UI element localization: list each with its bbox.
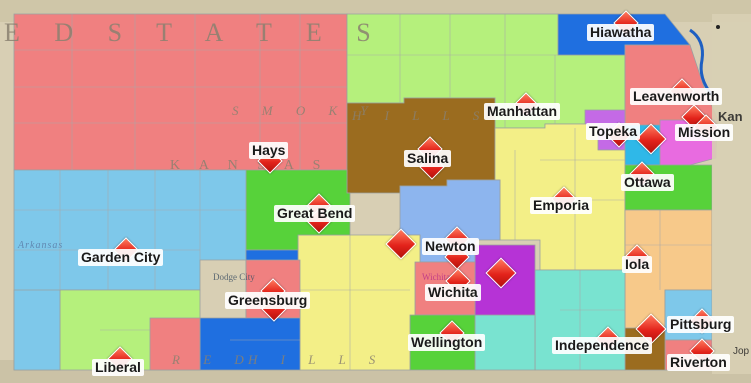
city-label-topeka[interactable]: Topeka: [586, 123, 640, 140]
red-label: R E D: [172, 352, 254, 367]
arkansas-label: Arkansas: [18, 240, 64, 251]
city-dot: [716, 25, 720, 29]
wichita-faint-label: Wichita: [422, 272, 451, 282]
city-label-iola[interactable]: Iola: [622, 256, 653, 273]
region-west-edge: [13, 289, 61, 371]
city-label-riverton[interactable]: Riverton: [667, 354, 730, 371]
hills-label-bottom: H I L L S: [248, 352, 386, 367]
region-liberal-east: [149, 317, 201, 371]
city-label-independence[interactable]: Independence: [552, 337, 653, 354]
city-label-wellington[interactable]: Wellington: [408, 334, 486, 351]
city-label-hiawatha[interactable]: Hiawatha: [587, 24, 655, 41]
state-label: E D S T A T E S: [4, 18, 385, 47]
river: [689, 28, 714, 96]
city-label-newton[interactable]: Newton: [422, 238, 479, 255]
city-label-liberal[interactable]: Liberal: [92, 359, 144, 376]
city-label-leavenworth[interactable]: Leavenworth: [630, 88, 723, 105]
city-label-salina[interactable]: Salina: [404, 150, 452, 167]
smoky-label: S M O K Y: [232, 103, 378, 118]
city-label-wichita[interactable]: Wichita: [425, 284, 481, 301]
city-label-garden-city[interactable]: Garden City: [78, 249, 164, 266]
city-label-great-bend[interactable]: Great Bend: [274, 205, 356, 222]
city-label-ottawa[interactable]: Ottawa: [621, 174, 674, 191]
dodge-city-label: Dodge City: [213, 272, 255, 282]
city-label-mission[interactable]: Mission: [675, 124, 734, 141]
city-label-pittsburg[interactable]: Pittsburg: [667, 316, 735, 333]
hills-label-top: H I L L S: [352, 108, 490, 123]
city-label-emporia[interactable]: Emporia: [530, 197, 593, 214]
jop-edge-label: Jop: [733, 346, 750, 357]
city-label-manhattan[interactable]: Manhattan: [484, 103, 560, 120]
kansas-label: K A N S A S: [170, 158, 329, 173]
kan-edge-label: Kan: [718, 109, 743, 124]
city-label-hays[interactable]: Hays: [249, 142, 289, 159]
city-label-greensburg[interactable]: Greensburg: [225, 292, 311, 309]
